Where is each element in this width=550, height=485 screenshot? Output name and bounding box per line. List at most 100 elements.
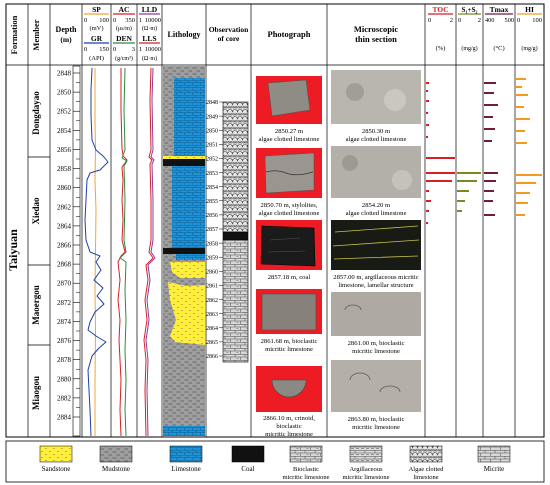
core-tick-label: 2866 bbox=[206, 354, 218, 360]
core-tick-label: 2859 bbox=[206, 255, 218, 261]
photo-3: 2857.18 m, coal bbox=[256, 220, 322, 281]
geochem-bars bbox=[426, 78, 542, 224]
photograph-header: Photograph bbox=[268, 29, 311, 39]
legend-sandstone-label: Sandstone bbox=[42, 465, 71, 473]
legend-frame bbox=[5, 440, 545, 483]
lls-unit: (Ω·m) bbox=[142, 55, 157, 62]
lld-label: LLD bbox=[142, 5, 158, 14]
lld-curve bbox=[145, 67, 156, 437]
lls-max: 10000 bbox=[145, 46, 161, 53]
sp-unit: (mV) bbox=[89, 25, 103, 32]
thin-section-header-2: thin section bbox=[355, 34, 397, 44]
litho-limestone-2 bbox=[172, 166, 205, 248]
legend-algae-label: Algae clotted bbox=[409, 466, 445, 473]
hi-bars bbox=[516, 78, 542, 216]
den-max: 3 bbox=[132, 46, 135, 53]
tmax-bars bbox=[484, 82, 498, 216]
litho-sand-1 bbox=[163, 156, 205, 159]
lld-max: 10000 bbox=[145, 17, 161, 24]
gr-unit: (API) bbox=[89, 55, 104, 62]
core-tick-label: 2855 bbox=[206, 199, 218, 205]
litho-limestone-4 bbox=[163, 426, 205, 436]
depth-tick-label: 2870 bbox=[57, 280, 72, 288]
hi-label: HI bbox=[525, 5, 534, 14]
lls-min: 1 bbox=[139, 46, 142, 53]
legend-mudstone: Mudstone bbox=[99, 445, 133, 473]
den-label: DEN bbox=[116, 34, 132, 43]
tmax-max: 500 bbox=[505, 17, 514, 24]
thin-section-4: 2861.00 m, bioclastic micritic limestone bbox=[331, 292, 421, 355]
litho-limestone-1 bbox=[174, 78, 205, 156]
litho-coal-1 bbox=[163, 159, 205, 166]
core-tick-label: 2854 bbox=[206, 185, 218, 191]
core-tick-label: 2861 bbox=[206, 284, 218, 290]
observation-header: Observation bbox=[209, 25, 249, 34]
photo-5: 2866.10 m, crinoid, bioclastic micritic … bbox=[256, 366, 322, 438]
member-miaogou: Miaogou bbox=[31, 376, 41, 410]
core-tick-label: 2864 bbox=[206, 326, 218, 332]
thin-5-caption-2: micritic limestone bbox=[352, 424, 400, 431]
photo-2-caption-2: algae clotted limestone bbox=[259, 210, 320, 217]
core-tick-label: 2862 bbox=[206, 298, 218, 304]
lithology-column bbox=[163, 66, 205, 436]
depth-tick-label: 2882 bbox=[57, 394, 72, 402]
s1s2-bars bbox=[457, 172, 481, 212]
litho-sand-2 bbox=[170, 262, 205, 278]
core-coal-interval bbox=[222, 231, 249, 241]
photo-2: 2850.70 m, stylolites, algae clotted lim… bbox=[256, 148, 322, 217]
lld-lls-header: LLD 1 10000 (Ω·m) LLS 1 10000 (Ω·m) bbox=[139, 5, 161, 62]
photo-3-caption-1: 2857.18 m, coal bbox=[268, 274, 311, 281]
legend-limestone: Limestone bbox=[169, 445, 203, 473]
ac-label: AC bbox=[119, 5, 130, 14]
core-tick-label: 2865 bbox=[206, 340, 218, 346]
core-tick-label: 2857 bbox=[206, 227, 218, 233]
thin-1-caption-1: 2850.30 m bbox=[362, 128, 391, 135]
depth-tick-label: 2848 bbox=[57, 70, 72, 78]
hi-header: HI 0 100 (mg/g) bbox=[517, 5, 542, 52]
s1s2-unit: (mg/g) bbox=[461, 45, 477, 52]
core-tick-label: 2856 bbox=[206, 213, 218, 219]
photo-5-caption-1: 2866.10 m, crinoid, bbox=[263, 415, 315, 422]
legend-algae-label-2: limestone bbox=[413, 474, 438, 481]
toc-bars bbox=[426, 82, 455, 224]
legend-micrite: Micrite bbox=[477, 445, 511, 473]
legend-mudstone-label: Mudstone bbox=[102, 465, 130, 473]
ac-max: 350 bbox=[125, 17, 135, 24]
legend-bioclastic: Bioclastic micritic limestone bbox=[282, 445, 330, 481]
legend-bioclastic-label: Bioclastic bbox=[293, 466, 319, 473]
photo-2-caption-1: 2850.70 m, stylolites, bbox=[261, 202, 318, 209]
thin-sections: 2850.30 m algae clotted limestone 2854.2… bbox=[331, 70, 421, 431]
legend-micrite-label: Micrite bbox=[484, 465, 505, 473]
member-boundaries bbox=[28, 156, 50, 346]
depth-scale-bar bbox=[72, 65, 81, 437]
depth-tick-label: 2854 bbox=[57, 127, 72, 135]
s1s2-min: 0 bbox=[458, 17, 461, 24]
depth-tick-label: 2852 bbox=[57, 108, 72, 116]
den-curve bbox=[119, 67, 128, 437]
sp-gr-header: SP 0 100 (mV) GR 0 150 (API) bbox=[84, 5, 109, 62]
core-tick-label: 2851 bbox=[206, 143, 218, 149]
legend-limestone-label: Limestone bbox=[171, 465, 201, 473]
lls-label: LLS bbox=[142, 34, 156, 43]
legend-argillaceous-label-2: micritic limestone bbox=[342, 474, 389, 481]
depth-tick-label: 2856 bbox=[57, 146, 72, 154]
column-separators bbox=[27, 4, 516, 437]
lithology-header: Lithology bbox=[168, 30, 201, 39]
litho-sand-3 bbox=[168, 282, 205, 345]
member-maoergou: Maoergou bbox=[31, 285, 41, 325]
tmax-label: Tmax bbox=[490, 5, 509, 14]
photo-5-caption-3: micritic limestone bbox=[265, 431, 313, 438]
photo-1-caption-2: algae clotted limestone bbox=[259, 136, 320, 143]
depth-tick-label: 2872 bbox=[57, 299, 72, 307]
s1s2-max: 2 bbox=[478, 17, 481, 24]
legend-coal-label: Coal bbox=[241, 465, 254, 473]
core-tick-label: 2850 bbox=[206, 128, 218, 134]
member-xiedao: Xiedao bbox=[31, 197, 41, 225]
photo-4-caption-2: micritic limestone bbox=[265, 346, 313, 353]
toc-header: TOC 0 2 (%) bbox=[428, 5, 453, 52]
depth-tick-label: 2874 bbox=[57, 318, 72, 326]
gr-label: GR bbox=[91, 34, 103, 43]
toc-min: 0 bbox=[428, 17, 431, 24]
core-tick-label: 2858 bbox=[206, 241, 218, 247]
